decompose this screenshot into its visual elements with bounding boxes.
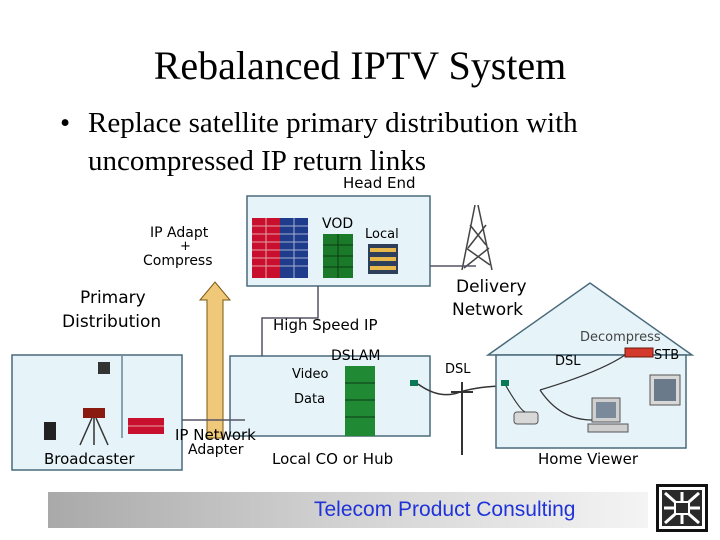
camera-icon xyxy=(79,408,109,446)
dsl-line xyxy=(417,383,507,396)
company-logo-icon xyxy=(656,484,708,532)
broadcaster-label: Broadcaster xyxy=(44,450,135,468)
footer-bar xyxy=(48,492,648,528)
vod-label: VOD xyxy=(322,216,354,232)
dslam-rack xyxy=(345,366,375,436)
tv-icon xyxy=(649,374,681,406)
distribution-label: Distribution xyxy=(62,312,162,332)
home-viewer-label: Home Viewer xyxy=(538,450,639,468)
delivery-label: Delivery xyxy=(456,277,527,297)
encoder-rack xyxy=(252,218,308,278)
chair-icon xyxy=(44,422,56,440)
slide-title: Rebalanced IPTV System xyxy=(153,43,567,88)
dsl-left-label: DSL xyxy=(445,362,471,377)
decompress-label: Decompress xyxy=(580,330,661,345)
co-port-icon xyxy=(410,380,418,386)
local-label: Local xyxy=(365,227,399,242)
local-co-building xyxy=(229,355,431,437)
high-speed-ip-label: High Speed IP xyxy=(273,316,378,334)
stb-label: STB xyxy=(654,348,680,363)
high-speed-ip-link xyxy=(261,286,319,356)
dsl-right-label: DSL xyxy=(555,354,581,369)
pc-icon xyxy=(587,397,629,433)
primary-distribution-arrow xyxy=(198,281,232,439)
vod-server xyxy=(323,234,353,278)
local-insert-server xyxy=(368,244,398,274)
home-port-icon xyxy=(501,380,509,386)
stb-box xyxy=(624,347,654,358)
footer-text: Telecom Product Consulting xyxy=(314,498,576,521)
utility-pole xyxy=(451,382,473,455)
primary-label: Primary xyxy=(80,288,146,308)
head-end-label: Head End xyxy=(343,174,416,192)
video-label: Video xyxy=(292,367,329,382)
network-label: Network xyxy=(452,300,523,320)
plus-label: + xyxy=(180,239,191,254)
ip-network-label: IP Network xyxy=(175,426,256,444)
bullet-marker: • xyxy=(60,107,71,139)
phone-icon xyxy=(513,411,539,425)
ip-adapt-label: IP Adapt xyxy=(150,225,209,241)
studio-light-icon xyxy=(98,362,110,374)
compress-label: Compress xyxy=(143,253,213,269)
delivery-tower xyxy=(461,204,493,271)
bullet-text: Replace satellite primary distribution w… xyxy=(88,107,578,177)
adapter-label: Adapter xyxy=(188,442,244,458)
dslam-label: DSLAM xyxy=(331,348,381,364)
data-label: Data xyxy=(294,392,326,407)
local-co-label: Local CO or Hub xyxy=(272,450,394,468)
home-wiring xyxy=(505,354,626,421)
